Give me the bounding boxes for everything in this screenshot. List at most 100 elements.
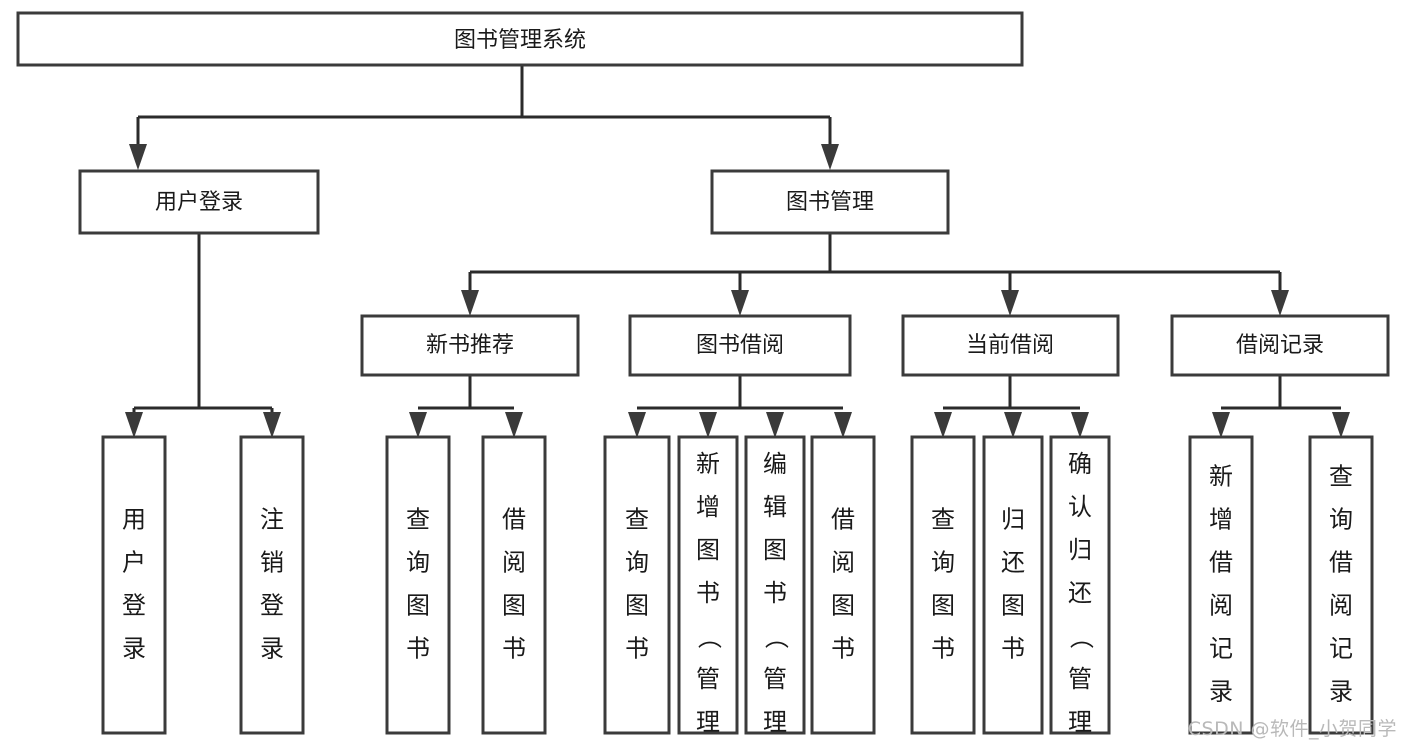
leaf-label-char: 阅 <box>1209 592 1233 620</box>
arrow-leaf-newbook-query <box>409 412 427 438</box>
node-user-login[interactable]: 用户登录 <box>78 169 320 235</box>
arrow-leaf-borrow-lend <box>834 412 852 438</box>
current-borrow-box[interactable] <box>901 314 1120 377</box>
leaf-label-char: 登 <box>122 592 146 620</box>
arrow-leaf-current-query <box>934 412 952 438</box>
leaf-label-char: 图 <box>406 592 430 620</box>
leaf-label-char: 询 <box>931 549 955 577</box>
leaf-box[interactable] <box>910 435 976 735</box>
arrow-leaf-record-add <box>1212 412 1230 438</box>
user-login-box[interactable] <box>78 169 320 235</box>
leaf-label-char: 还 <box>1068 579 1092 607</box>
root-label: 图书管理系统 <box>454 28 586 53</box>
leaf-label-char: 借 <box>831 506 855 534</box>
leaf-label-char: 理 <box>763 708 787 736</box>
leaf-label-char: 书 <box>406 635 430 663</box>
borrow-record-box[interactable] <box>1170 314 1390 377</box>
leaf-label-char: （ <box>1067 625 1095 649</box>
leaf-label-char: 书 <box>763 579 787 607</box>
leaf-label-char: 询 <box>625 549 649 577</box>
leaf-label-char: 录 <box>122 635 146 663</box>
leaf-box[interactable] <box>810 435 876 735</box>
arrow-to-current <box>1001 290 1019 316</box>
leaf-box[interactable] <box>744 435 806 735</box>
leaf-box[interactable] <box>481 435 547 735</box>
leaf-label-char: 理 <box>1068 708 1092 736</box>
leaf-box[interactable] <box>1188 435 1254 735</box>
leaf-box[interactable] <box>677 435 739 735</box>
leaf-label-char: 书 <box>931 635 955 663</box>
borrow-record-label: 借阅记录 <box>1236 333 1324 358</box>
leaf-node[interactable]: 用户登录 <box>101 435 167 735</box>
leaf-box[interactable] <box>239 435 305 735</box>
node-borrow-record[interactable]: 借阅记录 <box>1170 314 1390 377</box>
arrow-to-record <box>1271 290 1289 316</box>
leaf-box[interactable] <box>1049 435 1111 735</box>
leaf-label-char: 录 <box>260 635 284 663</box>
leaf-label-char: 录 <box>1209 678 1233 706</box>
leaf-label-char: 还 <box>1001 549 1025 577</box>
leaf-label-char: （ <box>695 625 723 649</box>
leaf-label-char: 图 <box>502 592 526 620</box>
leaf-box[interactable] <box>982 435 1044 735</box>
leaf-label-char: 增 <box>1209 506 1233 534</box>
leaf-label-char: 阅 <box>502 549 526 577</box>
book-manage-label: 图书管理 <box>786 190 874 215</box>
leaf-label-char: 书 <box>831 635 855 663</box>
new-book-recommend-box[interactable] <box>360 314 580 377</box>
arrow-to-book-manage <box>821 144 839 170</box>
leaf-label-char: 图 <box>1001 592 1025 620</box>
leaf-label-char: 书 <box>502 635 526 663</box>
leaf-box[interactable] <box>603 435 671 735</box>
arrow-to-borrow <box>731 290 749 316</box>
arrow-leaf-current-return <box>1004 412 1022 438</box>
leaf-label-char: 管 <box>1068 665 1092 693</box>
arrow-leaf-borrow-query <box>628 412 646 438</box>
leaf-label-char: 确 <box>1068 450 1092 478</box>
leaf-box[interactable] <box>101 435 167 735</box>
leaf-box[interactable] <box>385 435 451 735</box>
leaf-label-char: 借 <box>1329 549 1353 577</box>
node-new-book-recommend[interactable]: 新书推荐 <box>360 314 580 377</box>
leaf-box[interactable] <box>1308 435 1374 735</box>
leaf-label-char: 记 <box>1209 635 1233 663</box>
leaf-label-char: 阅 <box>1329 592 1353 620</box>
book-manage-box[interactable] <box>710 169 950 235</box>
book-borrow-box[interactable] <box>628 314 852 377</box>
leaf-label-char: 管 <box>763 665 787 693</box>
node-root[interactable]: 图书管理系统 <box>16 11 1024 67</box>
leaf-label-char: 图 <box>763 536 787 564</box>
leaf-label-char: 认 <box>1068 493 1092 521</box>
leaf-label-char: 归 <box>1068 536 1092 564</box>
arrow-leaf-borrow-edit <box>766 412 784 438</box>
node-current-borrow[interactable]: 当前借阅 <box>901 314 1120 377</box>
leaf-label-char: 归 <box>1001 506 1025 534</box>
root-box[interactable] <box>16 11 1024 67</box>
node-book-borrow[interactable]: 图书借阅 <box>628 314 852 377</box>
leaf-label-char: 编 <box>763 450 787 478</box>
leaf-label-char: 借 <box>1209 549 1233 577</box>
watermark-text: CSDN @软件_小贺同学 <box>1187 718 1397 740</box>
leaf-label-char: 录 <box>1329 678 1353 706</box>
leaf-label-char: 图 <box>625 592 649 620</box>
leaf-label-char: 阅 <box>831 549 855 577</box>
node-book-manage[interactable]: 图书管理 <box>710 169 950 235</box>
leaf-label-char: 登 <box>260 592 284 620</box>
